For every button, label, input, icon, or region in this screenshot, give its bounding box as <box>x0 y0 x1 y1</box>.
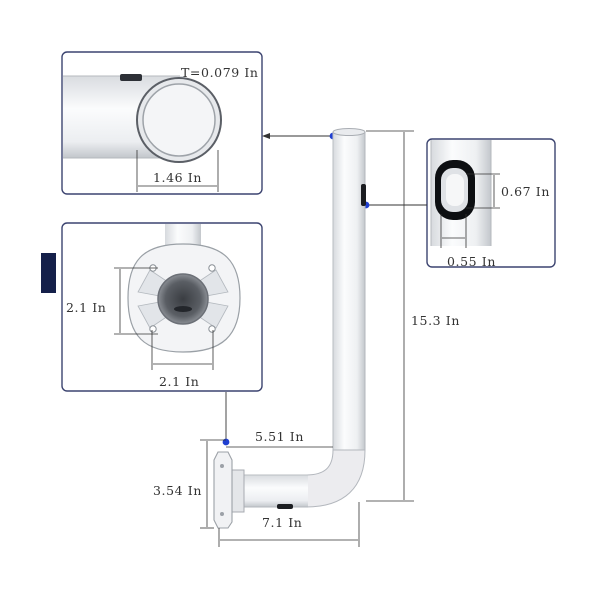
main-dimensions: 15.3 In 5.51 In 3.54 In 7.1 In <box>153 130 460 547</box>
base-width-label: 2.1 In <box>159 374 199 389</box>
total-width-label: 7.1 In <box>262 515 302 530</box>
flange-height-label: 3.54 In <box>153 483 202 498</box>
thickness-label: T=0.079 In <box>181 65 259 80</box>
flange-bore <box>157 273 209 325</box>
wall-bracket <box>213 128 366 529</box>
slot-height-label: 0.67 In <box>501 184 550 199</box>
slot-detail-panel: 0.67 In 0.55 In <box>426 138 556 269</box>
total-height-label: 15.3 In <box>411 313 460 328</box>
base-height-label: 2.1 In <box>66 300 106 315</box>
pipe-section-panel: 1.46 In T=0.079 In <box>61 51 263 195</box>
dark-tab <box>41 253 56 293</box>
pipe-diameter-label: 1.46 In <box>153 170 202 185</box>
base-flange-panel: 2.1 In 2.1 In <box>61 222 263 392</box>
slot-width-label: 0.55 In <box>447 254 496 269</box>
arm-reach-label: 5.51 In <box>255 429 304 444</box>
